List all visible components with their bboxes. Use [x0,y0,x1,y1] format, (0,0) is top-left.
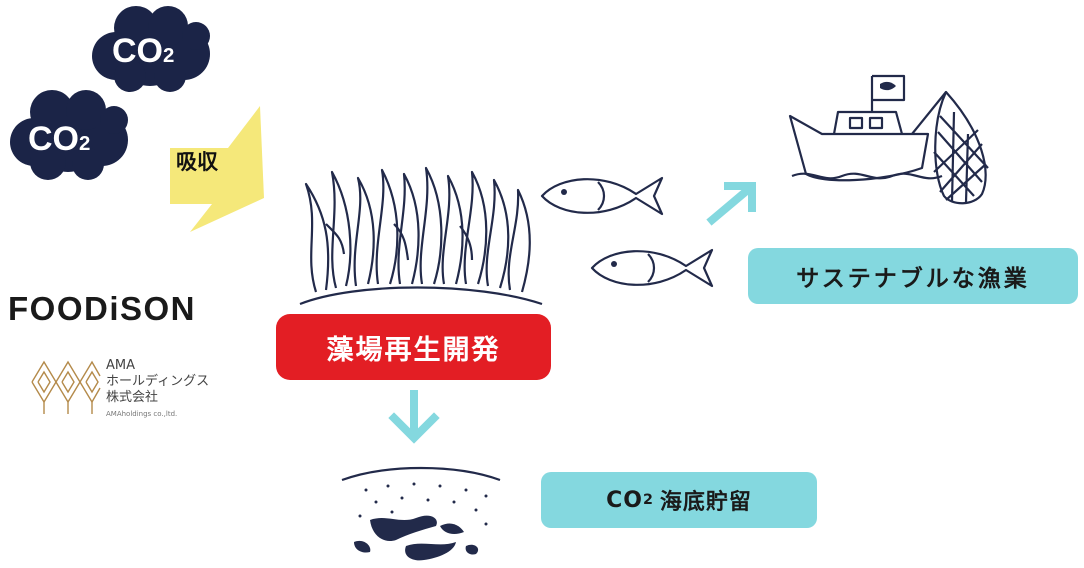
ama-holdings-text: ホールディングス [106,374,210,389]
co2-cloud-left [10,90,128,180]
ama-small-text: AMAholdings co.,ltd. [106,410,178,418]
co2-label-top: CO2 [112,32,175,70]
arrow-down-icon [388,390,440,444]
arrow-up-right-icon [706,182,756,226]
fishing-boat-icon [788,74,989,205]
fish-icon [540,176,664,216]
sustainable-fishery-badge: サステナブルな漁業 [748,248,1078,304]
ama-mountain-icon [31,360,101,414]
ama-holdings-logo: AMA ホールディングス 株式会社 AMAholdings co.,ltd. [26,346,222,430]
co2-cloud-top [92,6,210,92]
ama-name: AMA [106,358,136,373]
ama-company-text: 株式会社 [106,390,159,405]
absorb-arrow [170,106,264,232]
co2-label-left: CO2 [28,120,91,158]
foodison-logo: FOODiSON [8,290,197,327]
seaweed-icon [299,166,543,306]
absorb-label: 吸収 [176,150,218,174]
seabed-carbon-icon [341,466,501,561]
seaweed-restoration-badge: 藻場再生開発 [276,314,551,380]
fish-icon [590,248,714,288]
